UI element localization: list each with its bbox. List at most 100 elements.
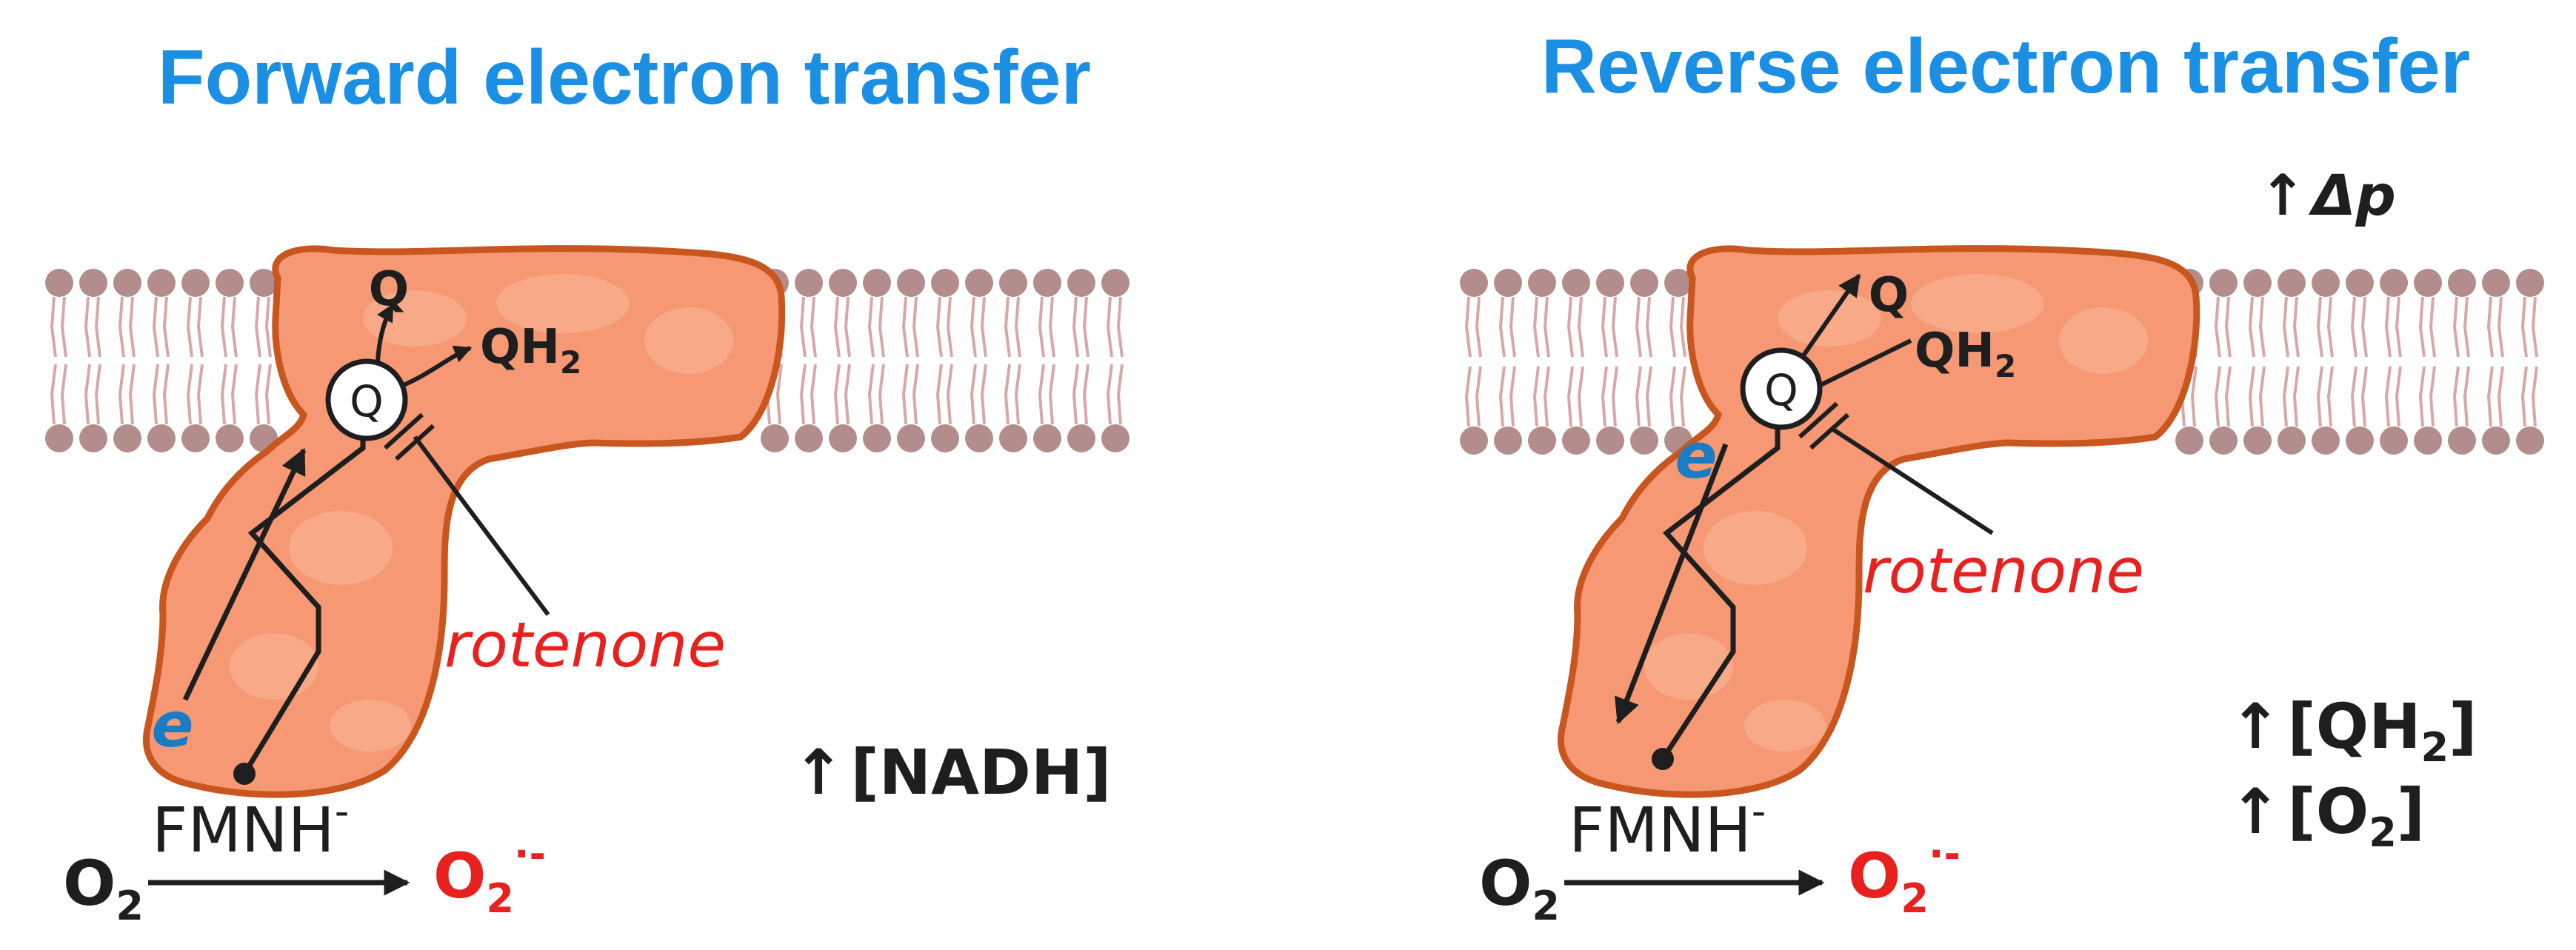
reverse-qh2-line	[1819, 338, 1912, 387]
lipid-tail	[118, 296, 125, 358]
lipid-tail	[162, 364, 170, 425]
lipid-tail	[2282, 296, 2289, 358]
lipid-tail	[1048, 364, 1055, 425]
forward-inhibition-line	[413, 435, 550, 616]
lipid-tail	[1106, 296, 1113, 358]
lipid-head	[1528, 269, 1556, 297]
lipid-head	[2380, 269, 2408, 297]
lipid-tail	[799, 364, 807, 425]
reverse-q-site-label: Q	[1764, 365, 1798, 415]
lipid-head	[1101, 269, 1129, 297]
lipid-tail	[1116, 296, 1124, 358]
lipid-tail	[94, 296, 101, 358]
lipid-head	[2482, 427, 2510, 455]
lipid-tail	[128, 364, 136, 425]
lipid-head	[2482, 269, 2510, 297]
lipid-tail	[833, 296, 841, 358]
lipid-tail	[1072, 296, 1079, 358]
lipid-head	[2312, 269, 2340, 297]
lipid-tail	[94, 364, 101, 425]
lipid-head	[1033, 424, 1061, 452]
lipid-tail	[2520, 296, 2528, 358]
lipid-head	[1460, 269, 1488, 297]
lipid-head	[113, 269, 141, 297]
lipid-head	[931, 424, 959, 452]
lipid-tail	[1498, 366, 1506, 427]
forward-fmn-dot	[233, 763, 256, 785]
reverse-electron-arrow	[1615, 443, 1729, 725]
lipid-head	[863, 269, 891, 297]
lipid-head	[113, 424, 141, 452]
lipid-head	[2380, 427, 2408, 455]
reverse-inhibition-bar	[1798, 401, 1839, 439]
lipid-head	[216, 269, 244, 297]
lipid-tail	[1611, 366, 1618, 427]
lipid-head	[2209, 269, 2238, 297]
lipid-tail	[775, 364, 783, 425]
lipid-tail	[50, 364, 57, 425]
lipid-head	[2175, 427, 2203, 455]
lipid-head	[863, 424, 891, 452]
lipid-head	[829, 424, 857, 452]
lipid-head	[2346, 427, 2374, 455]
lipid-tail	[60, 296, 67, 358]
lipid-tail	[1669, 296, 1676, 358]
lipid-tail	[1566, 296, 1574, 358]
forward-complex-i-protein	[143, 245, 786, 798]
lipid-tail	[152, 364, 159, 425]
lipid-head	[181, 424, 210, 452]
lipid-tail	[1601, 296, 1608, 358]
lipid-tail	[878, 296, 885, 358]
lipid-tail	[1038, 296, 1045, 358]
reverse-q-out-label: Q	[1869, 268, 1909, 323]
lipid-tail	[196, 364, 204, 425]
forward-q-site-circle	[325, 358, 408, 441]
lipid-tail	[50, 296, 57, 358]
forward-fes-chain	[242, 415, 366, 775]
reverse-condition-qh2: ↑[QH2]	[2229, 690, 2477, 771]
lipid-tail	[912, 296, 919, 358]
lipid-tail	[867, 364, 875, 425]
lipid-tail	[264, 364, 272, 425]
lipid-tail	[2360, 296, 2368, 358]
lipid-head	[965, 269, 993, 297]
reverse-protein-texture	[1644, 274, 2148, 752]
lipid-head	[2346, 269, 2374, 297]
lipid-tail	[912, 364, 919, 425]
lipid-tail	[2316, 296, 2323, 358]
lipid-head	[2516, 427, 2544, 455]
forward-q-exit-arrow	[376, 303, 395, 362]
lipid-tail	[844, 296, 851, 358]
reverse-o2-label: O2	[1479, 847, 1560, 929]
lipid-tail	[1577, 366, 1584, 427]
lipid-tail	[878, 364, 885, 425]
lipid-tail	[2418, 296, 2426, 358]
lipid-head	[2312, 427, 2340, 455]
forward-title: Forward electron transfer	[158, 35, 1091, 121]
lipid-head	[79, 424, 107, 452]
lipid-tail	[2282, 366, 2289, 427]
reverse-superoxide-label: O2·-	[1848, 831, 1961, 922]
lipid-tail	[186, 364, 193, 425]
lipid-tail	[980, 296, 987, 358]
lipid-head	[2414, 269, 2442, 297]
lipid-tail	[196, 296, 204, 358]
lipid-tail	[2429, 366, 2436, 427]
lipid-tail	[254, 364, 261, 425]
lipid-tail	[220, 364, 227, 425]
lipid-tail	[230, 296, 238, 358]
lipid-head	[1596, 427, 1624, 455]
lipid-tail	[2486, 296, 2494, 358]
lipid-tail	[84, 364, 91, 425]
forward-o2-label: O2	[63, 847, 144, 929]
reverse-panel: Reverse electron transfer ↑Δp Q Q QH2 ro…	[1460, 24, 2544, 929]
lipid-tail	[1509, 296, 1516, 358]
lipid-tail	[980, 364, 987, 425]
lipid-tail	[1509, 366, 1516, 427]
lipid-tail	[1048, 296, 1055, 358]
lipid-tail	[1566, 366, 1574, 427]
lipid-tail	[2531, 366, 2538, 427]
lipid-tail	[186, 296, 193, 358]
lipid-tail	[2429, 296, 2436, 358]
lipid-tail	[1498, 296, 1506, 358]
